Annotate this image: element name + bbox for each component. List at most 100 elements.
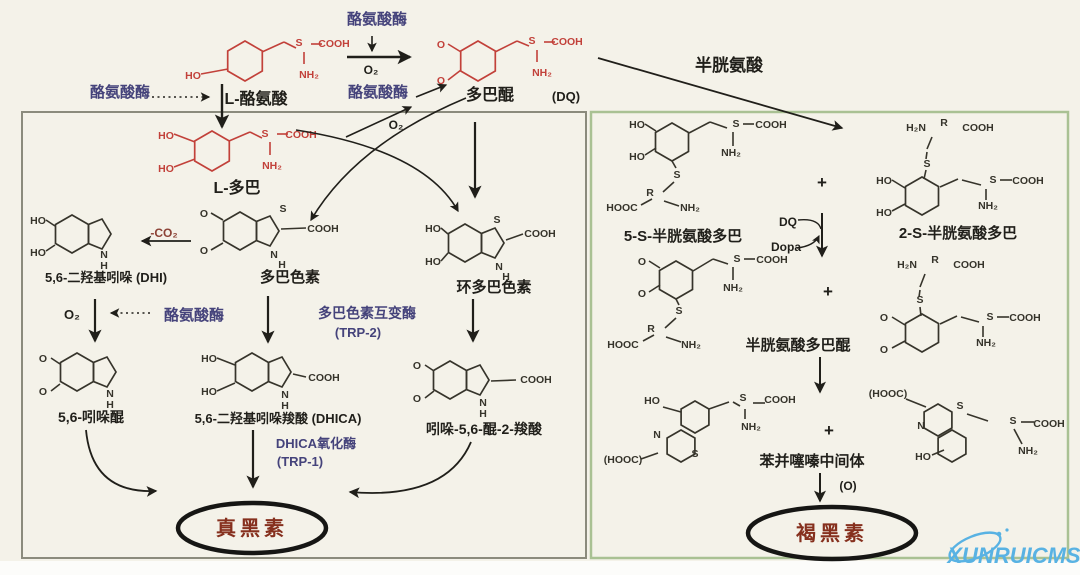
- abbr-trp1: (TRP-1): [277, 454, 323, 469]
- bond: [966, 413, 989, 422]
- atom-label: S: [295, 37, 302, 49]
- pheomelanin-oval: [745, 504, 919, 562]
- compound-cysteine: 半胱氨酸: [695, 55, 764, 75]
- bond: [644, 147, 657, 156]
- ring: [87, 217, 112, 251]
- bond: [45, 244, 56, 252]
- atom-label: HO: [876, 175, 892, 187]
- enzyme-tyrosinase-left: 酪氨酸酶: [90, 83, 150, 101]
- ring: [234, 352, 270, 392]
- o2-top: O₂: [364, 63, 379, 77]
- atom-label: H₂N: [897, 259, 917, 271]
- bond: [45, 219, 56, 227]
- plus-bottom: +: [824, 421, 834, 440]
- atom-label: COOH: [755, 119, 787, 131]
- arrow-crossing-diag: [345, 106, 413, 138]
- atom-label: S: [732, 118, 739, 130]
- atom-label: N: [106, 388, 114, 400]
- eumelanin-oval-label: 真黑素: [216, 516, 288, 540]
- dq-small: DQ: [779, 215, 797, 229]
- atom-label: N: [270, 249, 278, 261]
- bond: [961, 179, 982, 186]
- bond: [905, 398, 927, 408]
- bond: [925, 151, 928, 160]
- bond: [648, 260, 661, 269]
- atom-label: H: [106, 399, 114, 411]
- atom-label: S: [1009, 415, 1016, 427]
- watermark-text: XUNRUICMS: [945, 543, 1080, 568]
- atom-label: HO: [185, 70, 201, 82]
- bond: [490, 379, 517, 382]
- curve-iqca-to-oval: [348, 441, 472, 499]
- atom-label: COOH: [318, 38, 350, 50]
- ring: [459, 40, 497, 82]
- bond: [931, 449, 945, 456]
- atom-label: HOOC: [607, 339, 639, 351]
- compound-benzothiazine: 苯并噻嗪中间体: [758, 452, 865, 470]
- atom-label: S: [916, 294, 923, 306]
- atom-label: NH₂: [1018, 445, 1038, 457]
- o2-dhi: O₂: [64, 307, 80, 322]
- abbr-trp2: (TRP-2): [335, 325, 381, 340]
- bond: [642, 334, 655, 342]
- arrow-tyrosinase-diag: [415, 83, 448, 98]
- atom-label: O: [638, 256, 646, 268]
- bond: [891, 203, 906, 212]
- bond: [692, 258, 714, 272]
- enzyme-tyrosinase-top: 酪氨酸酶: [347, 10, 407, 28]
- ring: [59, 352, 95, 392]
- ring: [267, 355, 292, 389]
- atom-label: (HOOC): [604, 454, 643, 466]
- atom-label: N: [653, 429, 661, 441]
- bond: [662, 181, 675, 193]
- bond: [200, 68, 229, 75]
- bond: [516, 40, 530, 47]
- atom-label: HO: [158, 163, 174, 175]
- atom-label: S: [956, 400, 963, 412]
- bond: [216, 382, 236, 392]
- atom-label: O: [200, 245, 208, 257]
- ring: [54, 214, 90, 254]
- atom-label: O: [880, 312, 888, 324]
- atom-label: NH₂: [681, 339, 701, 351]
- atom-label: COOH: [1033, 418, 1065, 430]
- atom-label: HO: [30, 247, 46, 259]
- eumelanin-box: [21, 111, 587, 559]
- atom-label: NH₂: [299, 69, 319, 81]
- atom-label: HO: [425, 223, 441, 235]
- ring: [432, 360, 468, 400]
- bond: [440, 252, 449, 262]
- ring: [904, 313, 940, 353]
- ring: [255, 214, 280, 248]
- atom-label: S: [739, 392, 746, 404]
- compound-dhi: 5,6-二羟基吲哚 (DHI): [45, 270, 167, 285]
- bond: [249, 131, 263, 139]
- atom-label: NH₂: [262, 160, 282, 172]
- plus-mid: +: [823, 282, 833, 301]
- bond: [891, 340, 906, 349]
- bond: [712, 258, 729, 265]
- bond: [891, 316, 906, 326]
- atom-label: COOH: [953, 259, 985, 271]
- atom-label: S: [673, 169, 680, 181]
- bond: [644, 123, 657, 132]
- ring: [923, 403, 953, 437]
- bond: [732, 401, 741, 407]
- bond: [926, 136, 933, 150]
- atom-label: HO: [915, 451, 931, 463]
- bond: [173, 158, 196, 168]
- atom-label: COOH: [764, 394, 796, 406]
- atom-label: S: [923, 158, 930, 170]
- atom-label: R: [646, 187, 654, 199]
- bond: [424, 364, 435, 372]
- atom-label: H: [281, 400, 289, 412]
- atom-label: S: [528, 35, 535, 47]
- atom-label: NH₂: [680, 202, 700, 214]
- mol-l-tyrosine: HO S COOH NH₂: [185, 37, 350, 82]
